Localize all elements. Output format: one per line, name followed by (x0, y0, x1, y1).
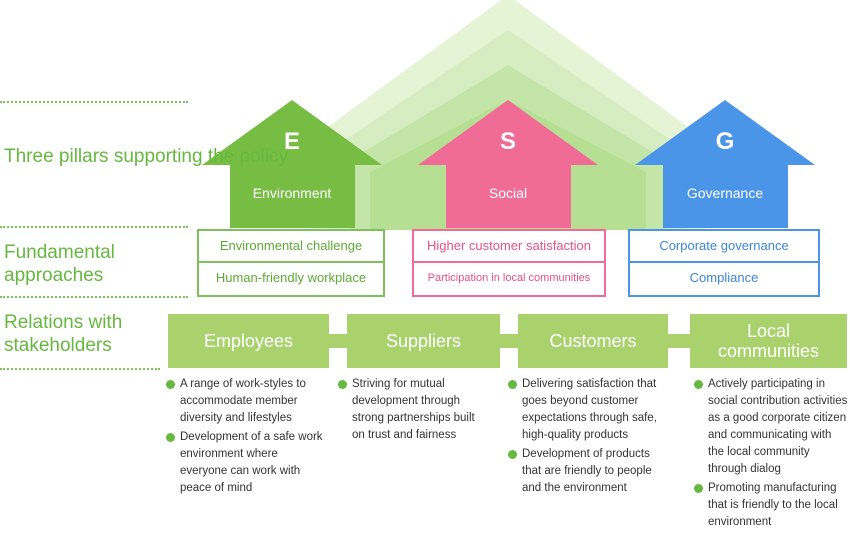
approach-compliance: Compliance (628, 263, 820, 297)
pillar-arrow-environment (202, 100, 382, 228)
list-item: Actively participating in social contrib… (694, 376, 848, 478)
stakeholder-employees: Employees (168, 314, 329, 368)
stakeholder-customers: Customers (518, 314, 668, 368)
approach-participation-local-communities: Participation in local communities (412, 263, 606, 297)
separator-dots (0, 296, 188, 298)
row-label-pillars: Three pillars supporting the policy (4, 146, 289, 167)
approach-environmental-challenge: Environmental challenge (197, 229, 385, 263)
pillar-arrow-social (418, 100, 598, 228)
separator-dots (0, 368, 160, 370)
pillar-letter-e: E (283, 128, 300, 155)
row-label-approaches: Fundamental approaches (4, 242, 115, 286)
list-item: A range of work-styles to accommodate me… (166, 376, 324, 427)
bullet-dot-icon (166, 380, 175, 389)
pillar-letter-g: G (715, 128, 735, 155)
stakeholder-local-communities: Local communities (690, 314, 847, 368)
bullet-list-local-communities: Actively participating in social contrib… (694, 376, 848, 533)
separator-dots (0, 101, 188, 103)
bullet-dot-icon (694, 484, 703, 493)
pillar-letter-s: S (499, 128, 516, 155)
bullet-list-employees: A range of work-styles to accommodate me… (166, 376, 324, 499)
bullet-dot-icon (508, 450, 517, 459)
approach-higher-customer-satisfaction: Higher customer satisfaction (412, 229, 606, 263)
bullet-dot-icon (694, 380, 703, 389)
bullet-dot-icon (508, 380, 517, 389)
approach-corporate-governance: Corporate governance (628, 229, 820, 263)
bullet-list-suppliers: Striving for mutual development through … (338, 376, 490, 446)
stakeholder-label: Suppliers (385, 331, 462, 351)
stakeholder-label: Employees (203, 331, 294, 351)
stakeholder-label: Customers (549, 331, 637, 351)
stakeholder-label: Local communities (717, 321, 820, 361)
bullet-dot-icon (338, 380, 347, 389)
bullet-dot-icon (166, 433, 175, 442)
stakeholder-connector (500, 334, 518, 348)
pillar-name-environment: Environment (252, 185, 332, 201)
list-item: Delivering satisfaction that goes beyond… (508, 376, 670, 444)
row-label-relations: Relations with stakeholders (4, 312, 123, 356)
stakeholder-connector (328, 334, 348, 348)
stakeholder-suppliers: Suppliers (347, 314, 500, 368)
separator-dots (0, 226, 188, 228)
pillar-name-social: Social (488, 185, 528, 201)
list-item: Striving for mutual development through … (338, 376, 490, 444)
list-item: Development of products that are friendl… (508, 446, 670, 497)
approach-human-friendly-workplace: Human-friendly workplace (197, 263, 385, 297)
list-item: Promoting manufacturing that is friendly… (694, 480, 848, 531)
stakeholder-connector (668, 334, 690, 348)
pillar-arrow-governance (635, 100, 815, 228)
list-item: Development of a safe work environment w… (166, 429, 324, 497)
pillar-name-governance: Governance (686, 185, 764, 201)
bullet-list-customers: Delivering satisfaction that goes beyond… (508, 376, 670, 499)
